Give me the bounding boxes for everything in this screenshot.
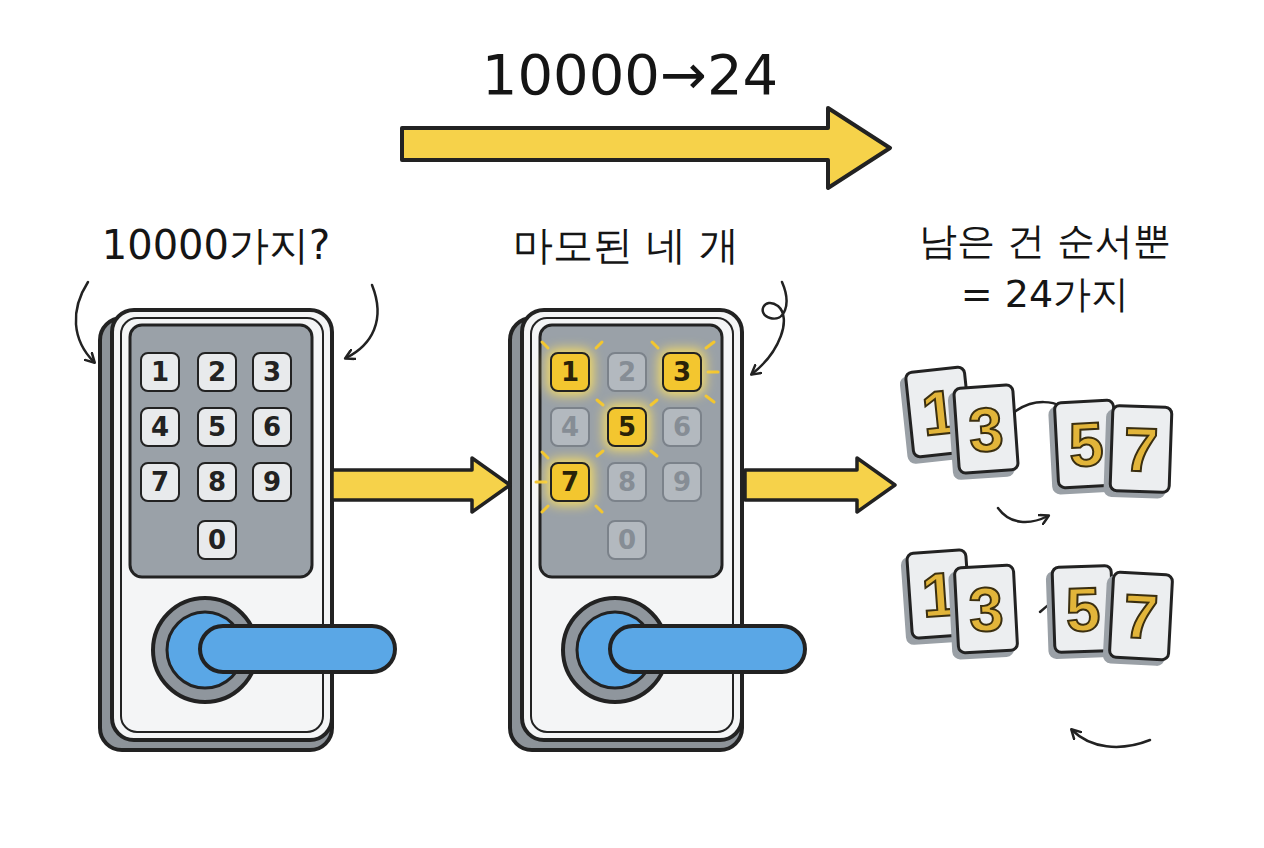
key-digit: 8 <box>618 467 636 497</box>
keypad-key: 6 <box>252 407 292 447</box>
group-heading: 남은 건 순서뿐 = 24가지 <box>918 215 1173 321</box>
keypad-key: 7 <box>550 462 590 502</box>
door-lock <box>510 310 805 750</box>
key-digit: 7 <box>151 467 169 497</box>
leader-arrows <box>76 282 1165 747</box>
keypad-key: 2 <box>197 352 237 392</box>
keypad-key: 8 <box>197 462 237 502</box>
door-lock-box: 10000가지?1234567890 <box>100 310 332 750</box>
door-lock-box: 마모된 네 개1234567890 <box>510 310 745 750</box>
keypad-key: 0 <box>197 520 237 560</box>
card-digit: 3 <box>966 392 1005 465</box>
key-digit: 2 <box>208 357 226 387</box>
lock-heading: 마모된 네 개 <box>450 218 802 273</box>
keypad-key: 6 <box>662 407 702 447</box>
key-digit: 6 <box>673 412 691 442</box>
keypad-key: 1 <box>140 352 180 392</box>
key-digit: 4 <box>561 412 579 442</box>
key-digit: 6 <box>263 412 281 442</box>
keypad-key: 1 <box>550 352 590 392</box>
digit-card: 7 <box>1108 570 1175 661</box>
key-digit: 0 <box>618 525 636 555</box>
key-digit: 9 <box>673 467 691 497</box>
keypad-key: 5 <box>197 407 237 447</box>
key-digit: 1 <box>151 357 169 387</box>
digit-card: 3 <box>952 383 1020 475</box>
keypad-key: 5 <box>607 407 647 447</box>
lock-heading: 10000가지? <box>40 218 392 273</box>
card-digit: 5 <box>1067 408 1105 481</box>
key-digit: 4 <box>151 412 169 442</box>
flow-arrow-shape <box>332 458 510 512</box>
keypad-key: 3 <box>252 352 292 392</box>
digit-card: 7 <box>1108 404 1173 494</box>
flow-arrow <box>745 458 895 512</box>
digit-card: 5 <box>1050 564 1115 654</box>
keypad-key: 8 <box>607 462 647 502</box>
key-digit: 1 <box>561 357 579 387</box>
flow-arrow-shape <box>745 458 895 512</box>
keypad-key: 9 <box>252 462 292 502</box>
keypad-key: 7 <box>140 462 180 502</box>
big-arrow <box>402 108 890 188</box>
key-digit: 2 <box>618 357 636 387</box>
card-digit: 7 <box>1122 580 1160 653</box>
keypad-key: 2 <box>607 352 647 392</box>
card-digit: 3 <box>967 573 1005 646</box>
key-digit: 0 <box>208 525 226 555</box>
order-group: 남은 건 순서뿐 = 24가지13571357 <box>895 215 1195 805</box>
key-digit: 3 <box>673 357 691 387</box>
keypad-key: 4 <box>140 407 180 447</box>
key-digit: 9 <box>263 467 281 497</box>
keypad-key: 3 <box>662 352 702 392</box>
keypad-key: 0 <box>607 520 647 560</box>
digit-card: 3 <box>953 563 1020 654</box>
card-digit: 1 <box>919 557 958 630</box>
card-digit: 5 <box>1065 573 1102 645</box>
keypad-key: 4 <box>550 407 590 447</box>
title-label: 10000→24 <box>445 42 815 107</box>
door-lock <box>100 310 395 750</box>
key-digit: 5 <box>618 412 636 442</box>
card-digit: 7 <box>1123 413 1160 485</box>
key-digit: 7 <box>561 467 579 497</box>
key-digit: 3 <box>263 357 281 387</box>
key-digit: 5 <box>208 412 226 442</box>
glow-lines <box>536 342 718 512</box>
flow-arrow <box>332 458 510 512</box>
keypad-key: 9 <box>662 462 702 502</box>
key-digit: 8 <box>208 467 226 497</box>
